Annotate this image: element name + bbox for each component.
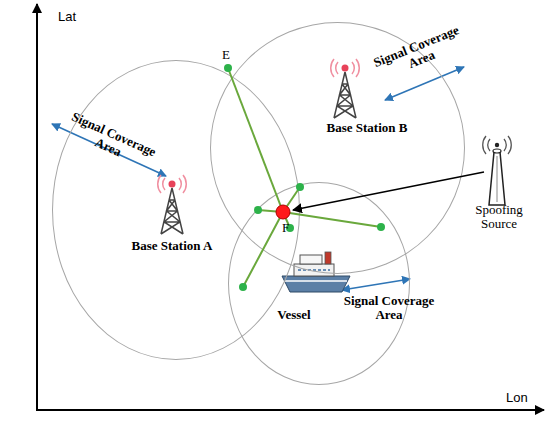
intersection-point	[296, 183, 304, 191]
intersection-point	[224, 64, 232, 72]
coverage-label: Signal Coverage Area	[367, 21, 470, 84]
range-arrow	[385, 67, 464, 100]
range-line	[228, 68, 283, 212]
range-line	[243, 212, 283, 287]
axis-label: Lat	[58, 10, 98, 24]
ship-windows	[298, 269, 330, 271]
coverage-circle: Signal Coverage AreaBase Station A	[52, 60, 300, 360]
signal-waves	[483, 136, 512, 154]
antenna-seam	[497, 156, 498, 202]
coverage-circle: Signal Coverage AreaBase Station B	[210, 22, 465, 274]
range-line	[283, 187, 300, 212]
spoof-pointer	[293, 172, 484, 210]
antenna-body	[489, 152, 505, 205]
intersection-point	[254, 206, 262, 214]
station-label: Base Station B	[319, 121, 415, 135]
intersection-point	[377, 223, 385, 231]
ship-bridge	[300, 255, 322, 264]
vessel-label: Vessel	[269, 308, 319, 322]
point-label: E	[222, 48, 242, 62]
signal-waves	[331, 59, 360, 77]
tower-icon	[158, 175, 187, 234]
ship-hull	[282, 276, 350, 292]
ship-funnel	[325, 252, 331, 264]
antenna-tip	[495, 143, 499, 147]
point-label: F	[282, 221, 302, 235]
intersection-points	[224, 64, 385, 291]
tower-icon	[331, 59, 360, 118]
tower-beacon	[169, 181, 176, 188]
ship-deckhouse	[294, 264, 334, 276]
source-label: Spoofing Source	[463, 203, 535, 231]
ship-icon	[282, 252, 350, 292]
lon-axis	[36, 409, 544, 411]
coverage-label: Signal Coverage Area	[339, 294, 439, 322]
spoofing-antenna	[483, 136, 512, 205]
intersection-point	[239, 283, 247, 291]
range-line	[283, 212, 381, 227]
tower-lattice	[334, 72, 356, 118]
spoofed-position	[276, 205, 290, 219]
station-label: Base Station A	[126, 239, 218, 253]
range-arrow	[342, 279, 410, 290]
range-line	[258, 210, 283, 212]
hull-stripe	[285, 280, 347, 282]
coverage-label: Signal Coverage Area	[60, 108, 163, 174]
lat-axis	[36, 4, 38, 410]
range-lines	[228, 68, 381, 287]
tower-beacon	[342, 65, 349, 72]
coverage-circle: VesselSignal Coverage Area	[228, 182, 410, 385]
tower-lattice	[161, 188, 183, 234]
signal-waves	[158, 175, 187, 193]
antenna-cap	[493, 149, 501, 153]
axis-label: Lon	[506, 391, 546, 405]
